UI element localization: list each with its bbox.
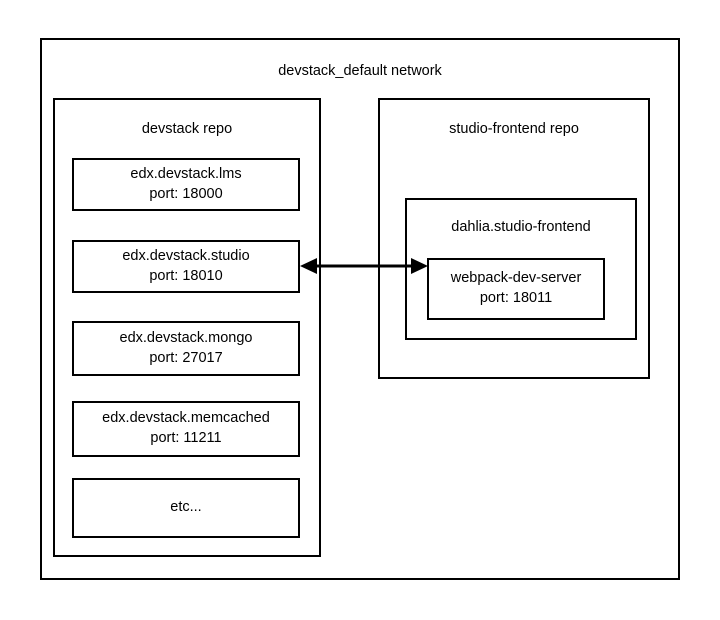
service-box-edx-devstack-memcached: edx.devstack.memcached port: 11211: [72, 401, 300, 457]
service-box-edx-devstack-lms: edx.devstack.lms port: 18000: [72, 158, 300, 211]
devstack-repo-title: devstack repo: [141, 121, 233, 137]
service-name: etc...: [170, 499, 202, 516]
service-box-edx-devstack-mongo: edx.devstack.mongo port: 27017: [72, 321, 300, 376]
service-name: edx.devstack.memcached: [102, 410, 270, 427]
service-box-etc: etc...: [72, 478, 300, 538]
service-name: edx.devstack.mongo: [119, 329, 253, 346]
service-box-edx-devstack-studio: edx.devstack.studio port: 18010: [72, 240, 300, 293]
studio-frontend-repo-title: studio-frontend repo: [449, 121, 579, 137]
network-title: devstack_default network: [278, 63, 442, 79]
service-port: port: 27017: [149, 349, 223, 366]
bidirectional-arrow-icon: [300, 258, 428, 274]
service-port: port: 18000: [149, 185, 223, 202]
service-name: edx.devstack.lms: [130, 165, 242, 182]
service-name: edx.devstack.studio: [122, 247, 250, 264]
service-name: webpack-dev-server: [450, 270, 582, 287]
service-box-webpack-dev-server: webpack-dev-server port: 18011: [427, 258, 605, 320]
service-port: port: 18011: [479, 290, 553, 306]
service-port: port: 11211: [150, 430, 222, 446]
service-port: port: 18010: [149, 267, 223, 284]
dahlia-studio-frontend-title: dahlia.studio-frontend: [451, 219, 591, 235]
